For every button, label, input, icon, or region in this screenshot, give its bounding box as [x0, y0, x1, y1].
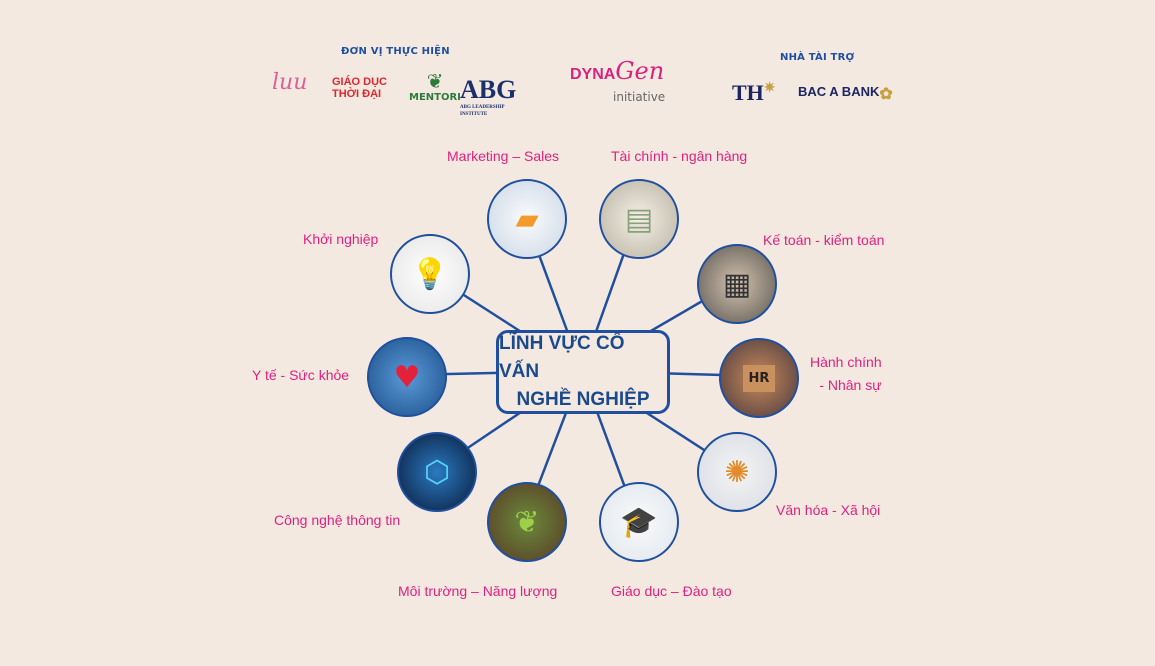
mentori-text: MENTORI	[409, 92, 461, 103]
money-icon: ▤	[599, 179, 679, 259]
dyna-text: DYNA	[570, 66, 616, 83]
field-label-startup: Khởi nghiệp	[303, 231, 379, 247]
lotus-icon: ✿	[879, 86, 893, 103]
field-label-health: Y tế - Sức khỏe	[252, 367, 350, 383]
bac-a-bank-logo: BAC A BANK✿	[798, 84, 893, 104]
field-label-environment: Môi trường – Năng lượng	[398, 583, 558, 599]
center-title-line2: NGHỀ NGHIỆP	[516, 389, 650, 410]
star-icon: ✷	[763, 81, 776, 96]
bac-a-bank-text: BAC A BANK	[798, 84, 880, 99]
calculator-icon: ▦	[697, 244, 777, 324]
field-label-hr: Hành chính - Nhân sự	[810, 351, 882, 397]
luu-logo: luu	[272, 70, 308, 95]
sticky-notes-icon: ▰	[487, 179, 567, 259]
mentori-leaf-icon: ❦	[426, 69, 444, 93]
field-label-accounting: Kế toán - kiểm toán	[763, 232, 885, 248]
th-text: TH	[732, 80, 764, 105]
center-title-line1: LĨNH VỰC CỐ VẤN	[499, 333, 625, 382]
hr-block-icon: HR	[719, 338, 799, 418]
people-globe-icon: ✺	[697, 432, 777, 512]
graduation-cap-icon: 🎓	[599, 482, 679, 562]
field-label-it: Công nghệ thông tin	[274, 512, 401, 528]
stethoscope-heart-icon: ♥	[367, 337, 447, 417]
th-logo: TH✷	[732, 80, 776, 106]
plant-icon: ❦	[487, 482, 567, 562]
field-label-hr-line1: Hành chính	[810, 354, 882, 370]
field-label-finance: Tài chính - ngân hàng	[611, 148, 748, 164]
abg-text: ABG LEADERSHIP INSTITUTE	[460, 105, 505, 117]
organizers-label: ĐƠN VỊ THỰC HIỆN	[341, 46, 450, 57]
field-label-education: Giáo dục – Đào tạo	[611, 583, 732, 599]
field-label-hr-line2: - Nhân sự	[819, 377, 882, 393]
tech-hexagons-icon: ⬡	[397, 432, 477, 512]
center-title-box: LĨNH VỰC CỐ VẤN NGHỀ NGHIỆP	[496, 330, 670, 414]
mentori-logo: ❦MENTORI	[409, 70, 461, 103]
gen-text: Gen	[615, 57, 665, 85]
dynagen-logo: DYNAGen initiative	[570, 56, 665, 104]
field-label-marketing: Marketing – Sales	[447, 148, 560, 164]
field-label-culture: Văn hóa - Xã hội	[776, 502, 881, 518]
giao-duc-thoi-dai-logo: GIÁO DỤC THỜI ĐẠI	[332, 76, 387, 100]
sponsors-label: NHÀ TÀI TRỢ	[780, 52, 855, 63]
initiative-text: initiative	[613, 90, 666, 104]
startup-bulb-icon: 💡	[390, 234, 470, 314]
